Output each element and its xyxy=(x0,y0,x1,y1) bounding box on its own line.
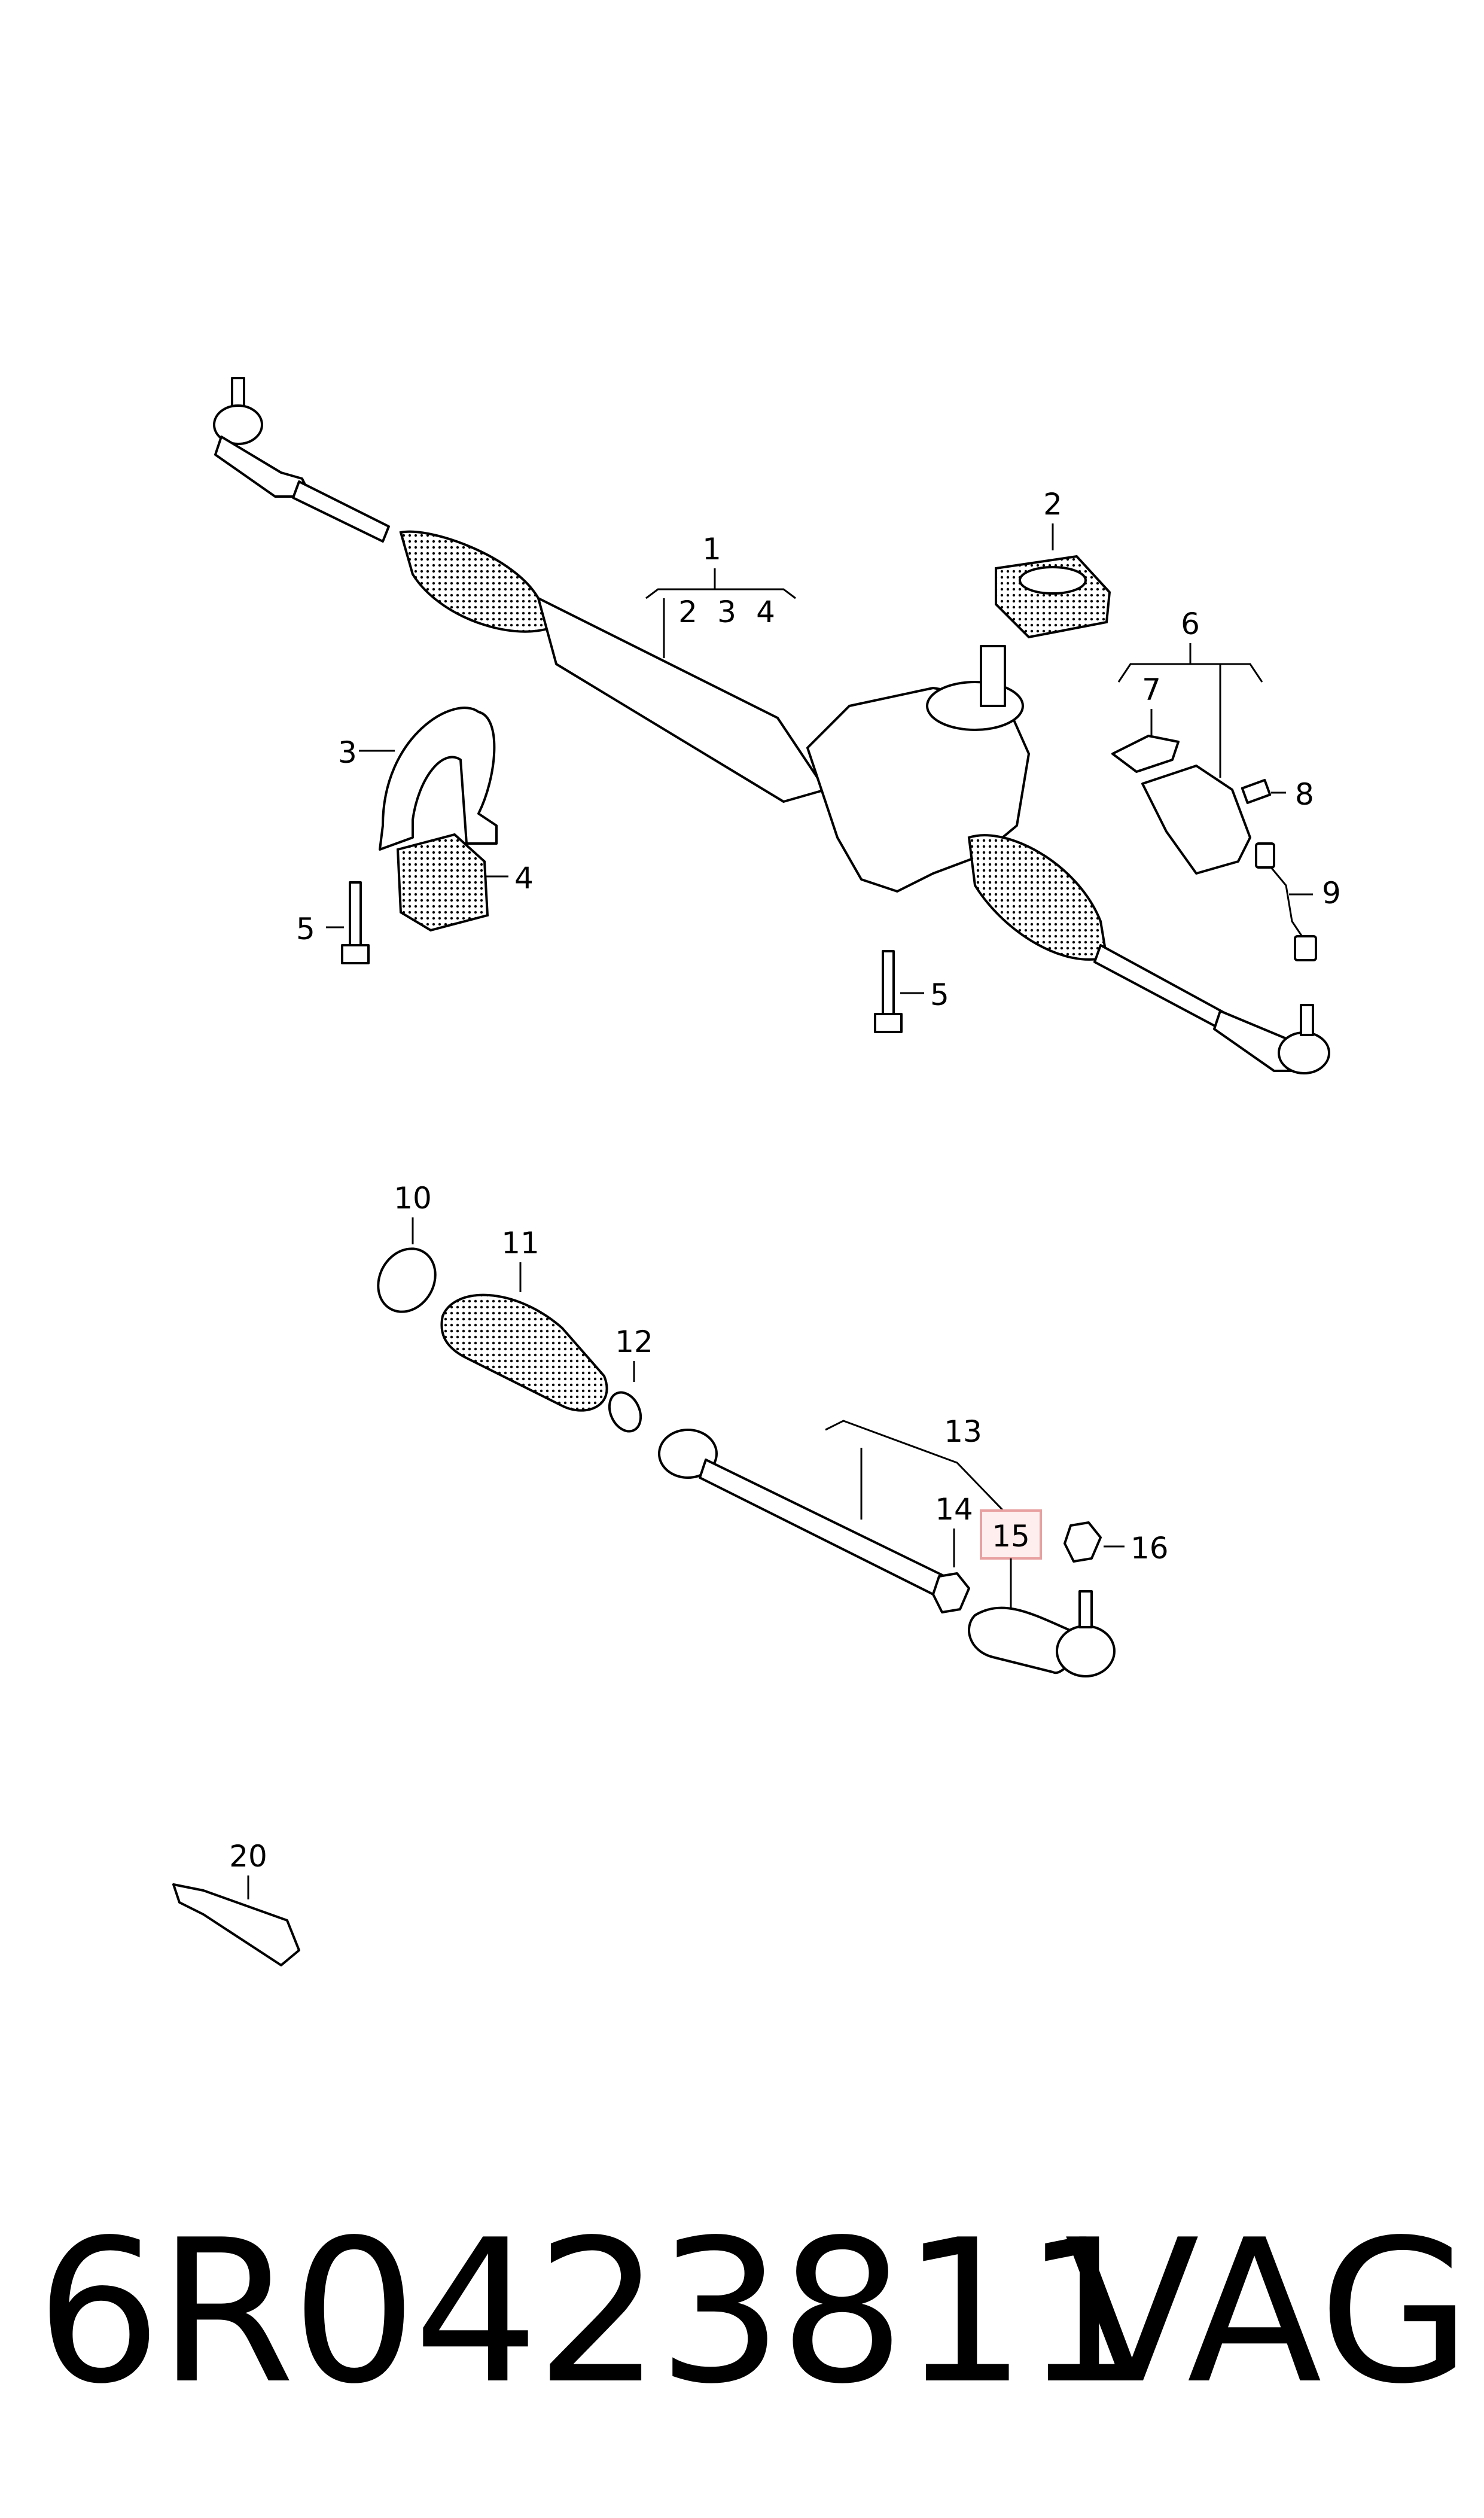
svg-text:7: 7 xyxy=(1142,672,1161,707)
right-boot xyxy=(967,834,1108,961)
part-8-bolt: 8 xyxy=(1241,777,1314,812)
control-unit xyxy=(1141,765,1251,875)
part-3-clamp: 3 xyxy=(338,707,498,851)
svg-text:8: 8 xyxy=(1295,777,1314,812)
part-11-boot: 11 xyxy=(440,1226,608,1412)
part-10-clip: 10 xyxy=(377,1181,437,1313)
part-2-mount-pad: 2 xyxy=(995,487,1111,639)
right-rod xyxy=(1093,944,1233,1033)
left-tie-rod-end xyxy=(213,377,312,498)
svg-text:11: 11 xyxy=(501,1226,540,1260)
left-boot xyxy=(399,530,565,633)
svg-text:16: 16 xyxy=(1130,1531,1169,1566)
svg-text:20: 20 xyxy=(229,1839,267,1874)
rack-tube xyxy=(537,597,827,803)
right-tie-rod-end xyxy=(1213,1004,1330,1074)
pinion-shaft xyxy=(980,645,1006,707)
svg-text:2: 2 xyxy=(1043,487,1062,522)
svg-text:13: 13 xyxy=(944,1414,982,1449)
left-rod xyxy=(292,480,390,543)
part-12-sleeve: 12 xyxy=(608,1325,653,1433)
part-14-nut: 14 xyxy=(932,1492,973,1613)
svg-text:3: 3 xyxy=(717,595,736,629)
svg-text:3: 3 xyxy=(338,735,357,770)
part-16-self-locking-nut: 16 xyxy=(1064,1521,1169,1566)
svg-text:1: 1 xyxy=(702,532,721,567)
svg-text:2: 2 xyxy=(678,595,697,629)
svg-text:10: 10 xyxy=(394,1181,432,1216)
callout-6: 6 xyxy=(1117,607,1263,778)
pinion-flange xyxy=(926,681,1024,731)
part-5-bolt-right: 5 xyxy=(874,950,949,1033)
footer: 6R0423811 VAG xyxy=(36,2213,1471,2465)
part-13-tie-rod: 13 xyxy=(658,1414,1042,1599)
svg-text:4: 4 xyxy=(514,861,534,896)
brand-label: VAG xyxy=(1064,2197,1471,2427)
part-9-harness: 9 xyxy=(1255,842,1341,961)
part-number: 6R0423811 xyxy=(36,2197,1149,2427)
svg-text:5: 5 xyxy=(296,912,315,946)
callout-1: 1 2 3 4 xyxy=(645,532,796,658)
svg-text:12: 12 xyxy=(615,1325,653,1359)
part-15-tie-rod-end: 15 xyxy=(968,1509,1116,1677)
part-7-gasket: 7 xyxy=(1111,672,1180,773)
svg-text:6: 6 xyxy=(1181,607,1200,641)
svg-text:15: 15 xyxy=(992,1519,1030,1554)
svg-text:9: 9 xyxy=(1322,876,1341,911)
part-4-bushing: 4 xyxy=(396,833,534,932)
part-15-highlight-box[interactable] xyxy=(980,1509,1042,1560)
svg-text:14: 14 xyxy=(935,1492,973,1527)
part-20-grease-tube: 20 xyxy=(172,1839,300,1966)
svg-text:5: 5 xyxy=(930,978,949,1012)
steering-rack-assembly xyxy=(213,377,1330,1074)
part-5-bolt-left: 5 xyxy=(296,881,370,964)
parts-diagram: 1 2 3 4 2 6 7 8 9 xyxy=(172,377,1341,1966)
svg-text:4: 4 xyxy=(756,595,775,629)
